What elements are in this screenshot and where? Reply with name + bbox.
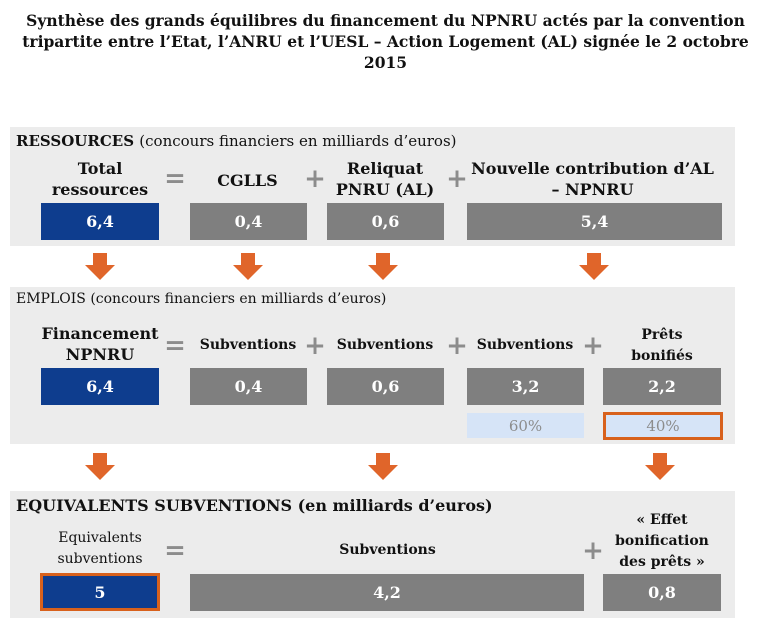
label-subventions: Subventions <box>476 337 574 353</box>
plus-operator: + <box>446 164 468 194</box>
label-prets-bonifies: Prêts bonifiés <box>631 327 693 364</box>
down-arrow-icon <box>85 253 115 280</box>
plus-operator: + <box>304 164 326 194</box>
plus-operator: + <box>304 331 326 361</box>
down-arrow-icon <box>645 453 675 480</box>
value-financement-npnru: 6,4 <box>41 368 159 405</box>
value-nouvelle-contribution: 5,4 <box>467 203 722 240</box>
plus-operator: + <box>446 331 468 361</box>
emplois-heading: EMPLOIS (concours financiers en milliard… <box>16 291 387 307</box>
equivalents-heading: EQUIVALENTS SUBVENTIONS (en milliards d’… <box>16 496 493 515</box>
value-equivalents-subventions: 5 <box>40 573 160 611</box>
equals-operator: = <box>164 331 186 361</box>
label-equivalents-subventions: Equivalents subventions <box>57 530 143 567</box>
value-subventions: 3,2 <box>467 368 584 405</box>
down-arrow-icon <box>368 253 398 280</box>
plus-operator: + <box>582 536 604 566</box>
ressources-heading-sub: (concours financiers en milliards d’euro… <box>139 132 457 150</box>
label-subventions: Subventions <box>336 337 434 353</box>
label-cglls: CGLLS <box>217 171 278 190</box>
value-subventions: 0,6 <box>327 368 444 405</box>
value-prets-bonifies: 2,2 <box>603 368 721 405</box>
share-subventions: 60% <box>467 413 584 438</box>
down-arrow-icon <box>233 253 263 280</box>
title-line-2: tripartite entre l’Etat, l’ANRU et l’UES… <box>22 32 749 72</box>
down-arrow-icon <box>368 453 398 480</box>
down-arrow-icon <box>579 253 609 280</box>
value-effet-bonification: 0,8 <box>603 574 721 611</box>
label-subventions: Subventions <box>199 337 297 353</box>
ressources-heading-main: RESSOURCES <box>16 132 135 150</box>
title-line-1: Synthèse des grands équilibres du financ… <box>26 11 745 30</box>
label-effet-bonification: « Effet bonification des prêts » <box>615 512 709 570</box>
value-subventions: 4,2 <box>190 574 584 611</box>
value-cglls: 0,4 <box>190 203 307 240</box>
value-subventions: 0,4 <box>190 368 307 405</box>
page-title: Synthèse des grands équilibres du financ… <box>0 10 771 73</box>
equals-operator: = <box>164 536 186 566</box>
label-total-ressources: Total ressources <box>51 159 149 199</box>
plus-operator: + <box>582 331 604 361</box>
label-reliquat-pnru: Reliquat PNRU (AL) <box>335 159 435 199</box>
value-total-ressources: 6,4 <box>41 203 159 240</box>
down-arrow-icon <box>85 453 115 480</box>
label-nouvelle-contribution: Nouvelle contribution d’AL – NPNRU <box>471 159 714 199</box>
ressources-heading: RESSOURCES (concours financiers en milli… <box>16 132 457 150</box>
share-prets-bonifies: 40% <box>603 412 723 440</box>
label-subventions: Subventions <box>339 542 436 558</box>
label-financement-npnru: Financement NPNRU <box>41 324 159 364</box>
equals-operator: = <box>164 164 186 194</box>
value-reliquat-pnru: 0,6 <box>327 203 444 240</box>
